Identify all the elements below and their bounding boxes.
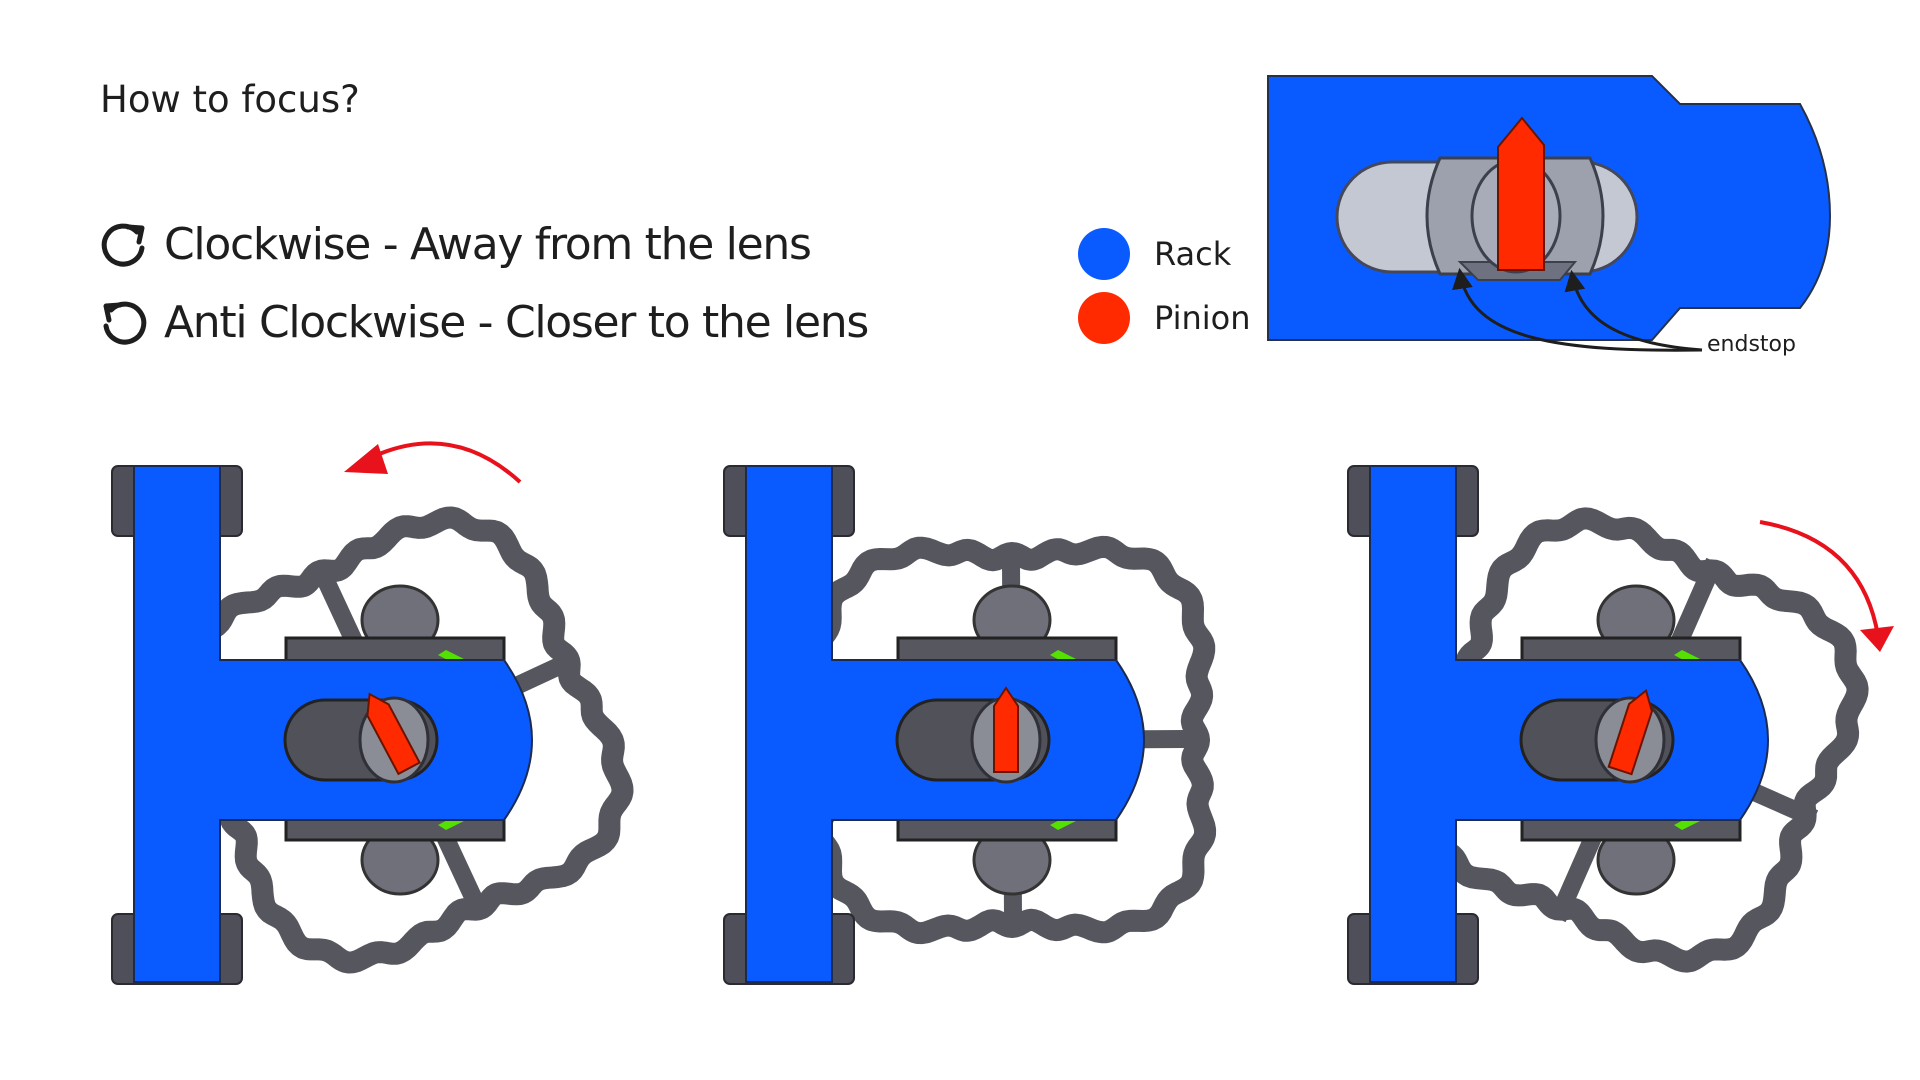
pinion-pointer — [993, 686, 1019, 773]
anticlockwise-arrowhead — [344, 444, 388, 474]
endstop-detail-view — [1267, 75, 1832, 352]
legend-rack-swatch — [1078, 228, 1130, 280]
pinion-pointer — [1607, 688, 1653, 776]
endstop-callout: endstop — [1707, 332, 1796, 357]
legend-pinion-label: Pinion — [1154, 299, 1251, 337]
detail-pinion-pointer — [1497, 116, 1545, 271]
legend-rack-label: Rack — [1154, 235, 1232, 273]
anticlockwise-rule-text: Anti Clockwise - Closer to the lens — [164, 296, 869, 348]
panel-neutral — [723, 465, 1217, 985]
pinion-pointer — [366, 692, 421, 776]
page-title: How to focus? — [100, 78, 360, 121]
legend-pinion: Pinion — [1078, 292, 1251, 344]
panel-turned-clockwise — [1347, 465, 1869, 985]
panel-turned-anticlockwise — [111, 465, 634, 985]
legend-rack: Rack — [1078, 228, 1231, 280]
clockwise-rule-text: Clockwise - Away from the lens — [164, 218, 812, 270]
anticlockwise-arrow-icon — [103, 301, 147, 345]
clockwise-rotation-arrow — [1759, 520, 1880, 637]
clockwise-rule: Clockwise - Away from the lens — [98, 214, 812, 274]
anticlockwise-rule: Anti Clockwise - Closer to the lens — [98, 292, 869, 352]
endstop-arrow-left — [1452, 267, 1703, 352]
legend-pinion-swatch — [1078, 292, 1130, 344]
clockwise-arrow-icon — [101, 223, 145, 267]
endstop-arrow-right — [1564, 269, 1703, 352]
anticlockwise-rotation-arrow — [365, 441, 522, 484]
clockwise-arrowhead — [1860, 626, 1894, 652]
